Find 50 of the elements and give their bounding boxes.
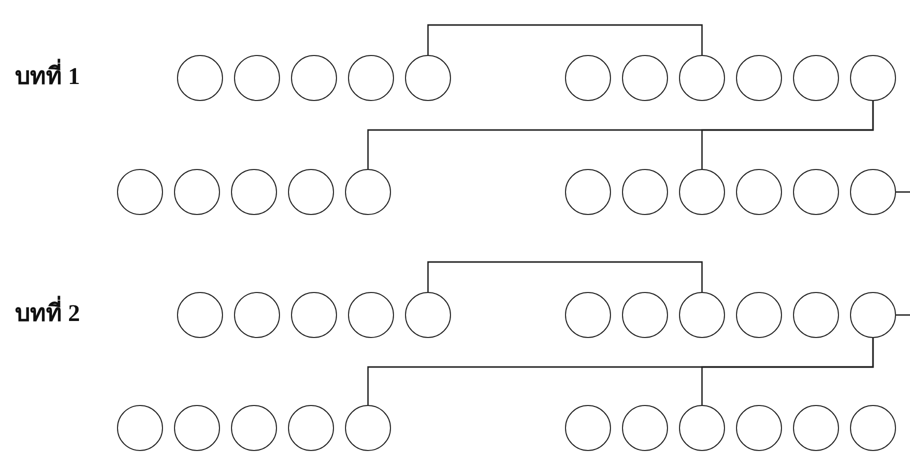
syllable-circle bbox=[736, 55, 782, 101]
syllable-circle bbox=[174, 405, 220, 451]
syllable-circle bbox=[622, 405, 668, 451]
connector-line bbox=[427, 24, 703, 55]
syllable-circle bbox=[117, 169, 163, 215]
syllable-circle bbox=[288, 405, 334, 451]
syllable-circle bbox=[288, 169, 334, 215]
syllable-circle bbox=[234, 55, 280, 101]
syllable-circle bbox=[736, 405, 782, 451]
syllable-circle bbox=[231, 169, 277, 215]
syllable-circle bbox=[565, 55, 611, 101]
syllable-circle bbox=[622, 292, 668, 338]
connector-line bbox=[427, 261, 703, 292]
syllable-circle bbox=[850, 292, 896, 338]
syllable-circle bbox=[736, 169, 782, 215]
syllable-circle bbox=[679, 292, 725, 338]
syllable-circle bbox=[793, 405, 839, 451]
syllable-circle bbox=[565, 169, 611, 215]
syllable-circle bbox=[850, 405, 896, 451]
syllable-circle bbox=[736, 292, 782, 338]
connector-line bbox=[896, 314, 910, 316]
syllable-circle bbox=[793, 292, 839, 338]
syllable-circle bbox=[405, 55, 451, 101]
connector-line bbox=[701, 101, 874, 169]
syllable-circle bbox=[565, 405, 611, 451]
syllable-circle bbox=[345, 169, 391, 215]
syllable-circle bbox=[291, 292, 337, 338]
syllable-circle bbox=[348, 292, 394, 338]
syllable-circle bbox=[622, 55, 668, 101]
syllable-circle bbox=[793, 55, 839, 101]
syllable-circle bbox=[565, 292, 611, 338]
syllable-circle bbox=[117, 405, 163, 451]
syllable-circle bbox=[850, 55, 896, 101]
syllable-circle bbox=[231, 405, 277, 451]
connector-line bbox=[701, 338, 874, 405]
syllable-circle bbox=[348, 55, 394, 101]
syllable-circle bbox=[177, 55, 223, 101]
connector-line bbox=[896, 191, 910, 193]
syllable-circle bbox=[679, 405, 725, 451]
syllable-circle bbox=[679, 55, 725, 101]
syllable-circle bbox=[345, 405, 391, 451]
syllable-circle bbox=[793, 169, 839, 215]
syllable-circle bbox=[679, 169, 725, 215]
syllable-circle bbox=[291, 55, 337, 101]
syllable-circle bbox=[622, 169, 668, 215]
syllable-circle bbox=[405, 292, 451, 338]
syllable-circle bbox=[234, 292, 280, 338]
syllable-circle bbox=[177, 292, 223, 338]
syllable-circle bbox=[174, 169, 220, 215]
syllable-circle bbox=[850, 169, 896, 215]
